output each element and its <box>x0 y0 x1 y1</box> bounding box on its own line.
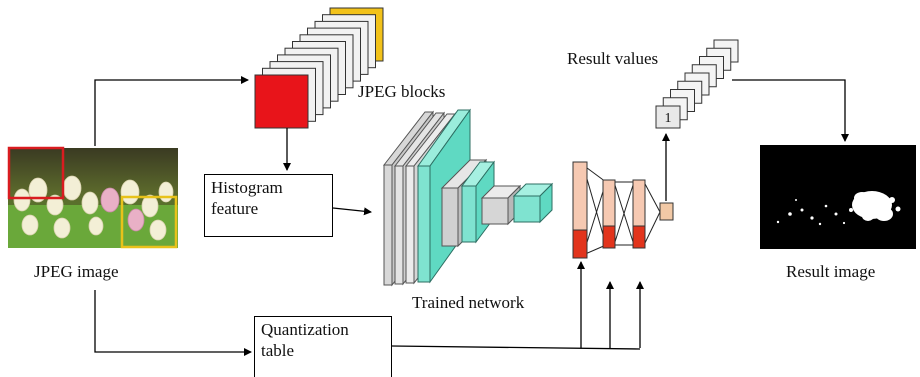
histogram-line-1: Histogram <box>211 178 283 197</box>
line-quantization-to-fc <box>391 345 641 350</box>
result-values-stack: 1 <box>655 39 739 129</box>
conv-layer <box>513 195 541 223</box>
fc-layer-2 <box>602 179 616 249</box>
trained-network-label: Trained network <box>412 293 525 312</box>
conv-layer <box>481 197 509 225</box>
jpeg-image-label: JPEG image <box>34 262 119 281</box>
arrow-image-to-blocks <box>94 76 249 146</box>
result-value-digit: 1 <box>665 111 672 126</box>
result-values-label: Result values <box>567 49 659 68</box>
connectors <box>94 76 849 356</box>
yellow-block-highlight <box>120 195 178 249</box>
fc-layer-3 <box>632 179 646 249</box>
trained-network <box>382 108 554 287</box>
result-image <box>760 145 916 249</box>
histogram-line-2: feature <box>211 199 259 218</box>
conv-layer <box>405 165 415 284</box>
quantization-line-1: Quantization <box>261 320 349 339</box>
result-value-cell <box>655 105 681 129</box>
fc-layer-1 <box>572 161 588 259</box>
red-block-highlight <box>7 146 65 200</box>
quantization-table-box: Quantization table <box>254 316 392 377</box>
jpeg-blocks-label: JPEG blocks <box>358 82 446 101</box>
result-image-label: Result image <box>786 262 876 281</box>
conv-layer <box>383 164 393 286</box>
histogram-feature-box: Histogram feature <box>204 174 333 237</box>
arrow-histogram-to-network <box>332 207 372 216</box>
output-node <box>659 202 674 221</box>
conv-layer <box>441 187 459 247</box>
jpeg-block-highlighted <box>254 74 309 129</box>
conv-layer <box>394 165 404 285</box>
jpeg-blocks-stack <box>254 7 384 129</box>
conv-layer <box>461 185 477 243</box>
quantization-line-2: table <box>261 341 295 360</box>
arrow-results-to-result-image <box>732 79 849 142</box>
fully-connected-layers <box>572 161 674 259</box>
conv-layer <box>417 165 431 283</box>
arrow-image-to-quantization <box>94 290 252 356</box>
